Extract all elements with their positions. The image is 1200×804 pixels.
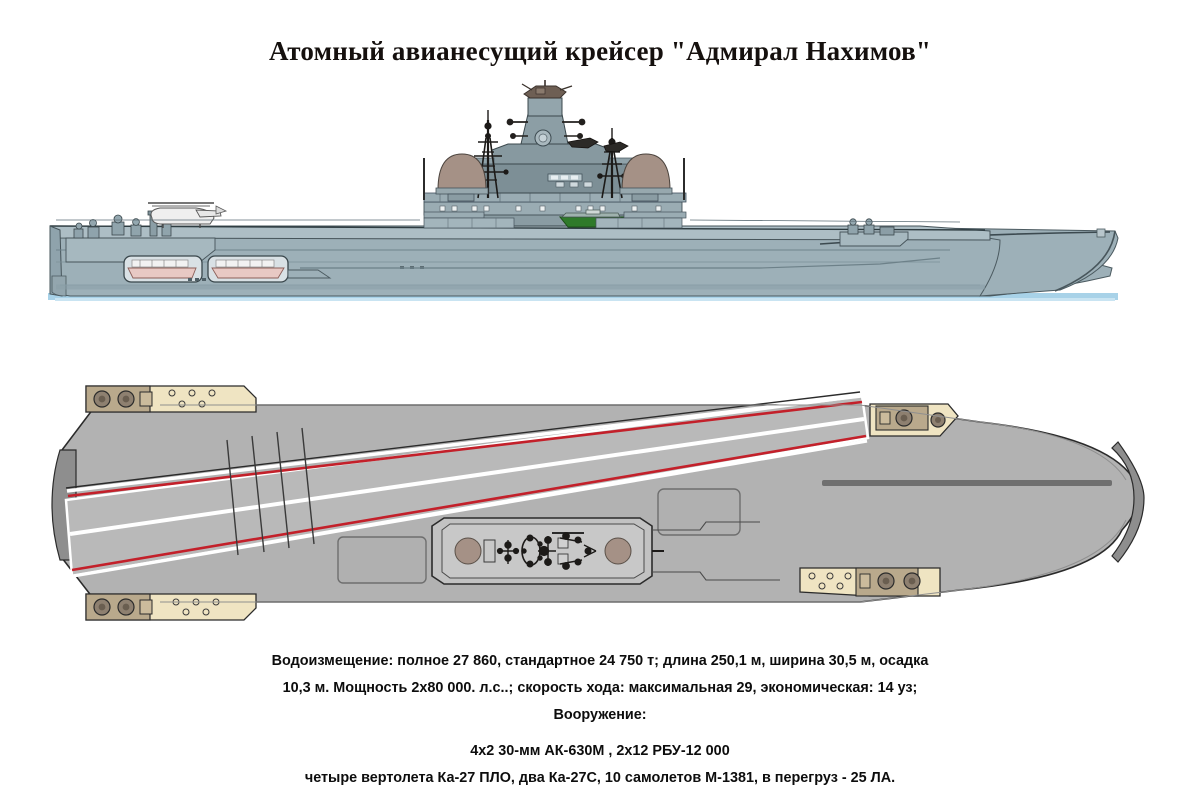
plan-mast-detail xyxy=(496,532,597,570)
runway-border-white-lower xyxy=(72,439,868,578)
deck-edge-railings xyxy=(56,219,961,223)
plan-hull-shade-bottom xyxy=(160,519,1127,603)
sponson-forward-starboard xyxy=(799,567,941,597)
boat-bay-ramp xyxy=(287,269,332,279)
island-upper-bridge xyxy=(491,143,613,165)
runway-border-white-upper xyxy=(66,394,862,493)
island-window-band xyxy=(555,181,565,188)
radome-aft xyxy=(435,153,489,202)
spec-line-aircraft: четыре вертолета Ка-27 ПЛО, два Ка-27С, … xyxy=(304,770,896,786)
forward-sponson xyxy=(839,218,909,247)
sponson-aft-port xyxy=(85,385,257,413)
plan-hull-shade-top xyxy=(160,404,1127,481)
spec-armament-heading: Вооружение: xyxy=(553,707,647,723)
island-lower-grid xyxy=(423,217,683,229)
mast-tower-upper xyxy=(527,97,563,117)
deck-edge-line xyxy=(49,225,986,231)
helicopter-ka27-profile xyxy=(148,202,228,228)
runway-surface xyxy=(64,394,870,578)
runway-edge-dark xyxy=(65,391,861,489)
spec-line-displacement: Водоизмещение: полное 27 860, стандартно… xyxy=(271,653,929,669)
plan-radome-forward xyxy=(604,537,632,565)
island-portholes xyxy=(439,205,662,212)
island-platform-fwd xyxy=(623,211,687,219)
plan-deck-notch-lower xyxy=(652,571,780,581)
arrestor-wires xyxy=(226,427,315,556)
spec-line-guns: 4х2 30-мм АК-630М , 2х12 РБУ-12 000 xyxy=(470,743,730,759)
arrestor-wire-1 xyxy=(226,439,239,556)
hull-sheer-line xyxy=(300,257,941,269)
specifications-block: Водоизмещение: полное 27 860, стандартно… xyxy=(0,648,1200,792)
plan-radome-aft xyxy=(454,537,482,565)
arrestor-wire-2 xyxy=(251,435,265,553)
plan-deck-notch xyxy=(652,521,760,531)
mast-yardarms xyxy=(506,118,599,149)
plan-bow-cap xyxy=(1111,441,1145,563)
plan-island xyxy=(431,517,664,585)
ship-profile-view xyxy=(0,80,1200,320)
boat-bay-forward xyxy=(123,255,203,283)
runway-centerline xyxy=(69,417,865,536)
sponson-forward-port xyxy=(869,403,959,437)
arrestor-wire-3 xyxy=(276,431,290,549)
bow-section xyxy=(929,227,1119,297)
runway-stripe-red-lower xyxy=(71,434,867,572)
profile-svg xyxy=(48,80,1119,301)
bow-hawse-fitting xyxy=(1096,228,1106,238)
waterline-band-lower xyxy=(55,298,1115,301)
deck-catapult-strip xyxy=(822,480,1112,486)
spec-spacer xyxy=(0,729,1200,738)
spec-line-power-speed: 10,3 м. Мощность 2х80 000. л.с..; скорос… xyxy=(282,680,918,696)
runway-stripe-red-upper xyxy=(67,400,863,498)
plan-svg xyxy=(51,385,1145,621)
boat-bay-aft xyxy=(207,255,289,283)
sponson-aft-starboard xyxy=(85,593,257,621)
page-title: Атомный авианесущий крейсер "Адмирал Нах… xyxy=(268,36,932,66)
ship-plan-view xyxy=(0,380,1200,640)
angled-flight-deck xyxy=(64,391,870,578)
aft-gun-cluster xyxy=(73,210,172,239)
radome-forward xyxy=(619,153,673,202)
arrestor-wire-4 xyxy=(301,427,315,545)
island-platform-aft xyxy=(423,211,485,219)
mast-top-antennas xyxy=(521,80,573,99)
deck-elevator-forward xyxy=(657,488,741,536)
deck-elevator-aft xyxy=(337,536,427,584)
island-superstructure xyxy=(423,80,687,229)
bow-stem-edge xyxy=(1054,230,1116,292)
